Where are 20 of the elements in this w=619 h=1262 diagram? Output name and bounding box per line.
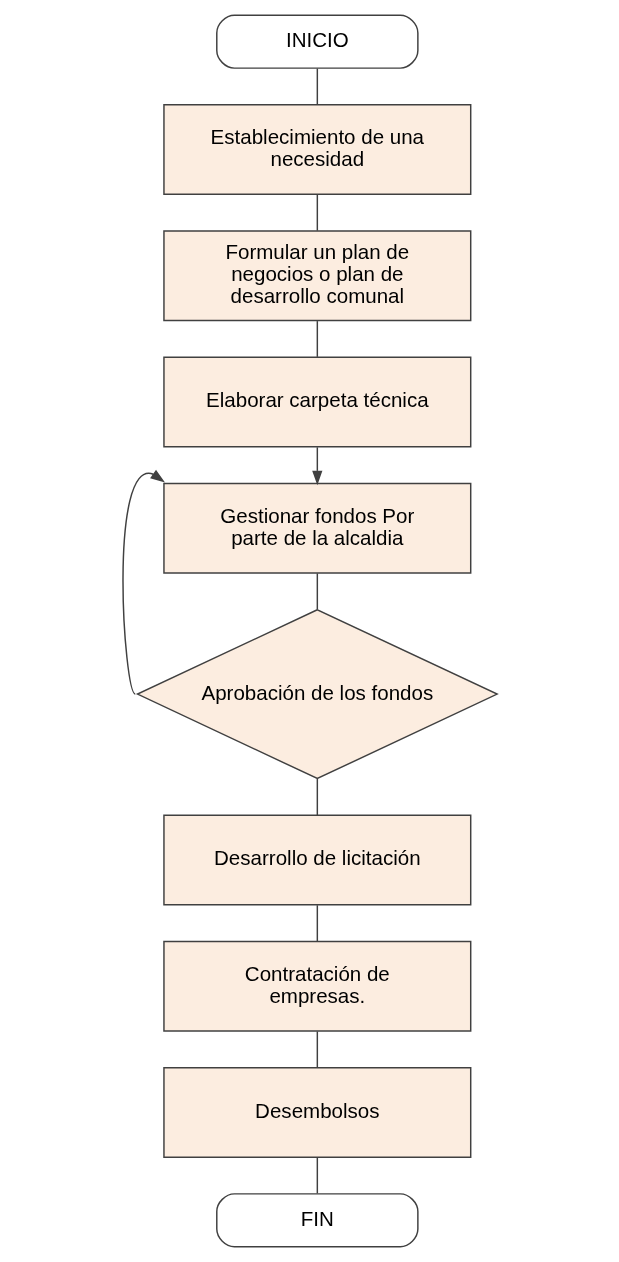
node-diamond: Aprobación de los fondos (135, 608, 499, 780)
arrow (121, 469, 165, 695)
connector (316, 67, 318, 106)
node-box: Desarrollo de licitación (162, 814, 471, 906)
connector (316, 1030, 318, 1068)
node-box: Establecimiento de una necesidad (162, 104, 471, 196)
node-box: Elaborar carpeta técnica (162, 356, 471, 448)
arrow (311, 446, 322, 486)
connector (316, 572, 318, 610)
node-box: Formular un plan de negocios o plan de desarrollo comunal (162, 230, 471, 322)
node-box: FIN (215, 1193, 419, 1248)
node-box: Desembolsos (162, 1066, 471, 1158)
node-box: Contratación de empresas. (162, 940, 471, 1032)
connector (316, 904, 318, 942)
connector (316, 1157, 318, 1195)
connector (316, 778, 318, 816)
node-box: Gestionar fondos Por parte de la alcaldia (162, 482, 471, 574)
connector (316, 194, 318, 232)
node-box: INICIO (215, 14, 419, 69)
connector (316, 320, 318, 358)
